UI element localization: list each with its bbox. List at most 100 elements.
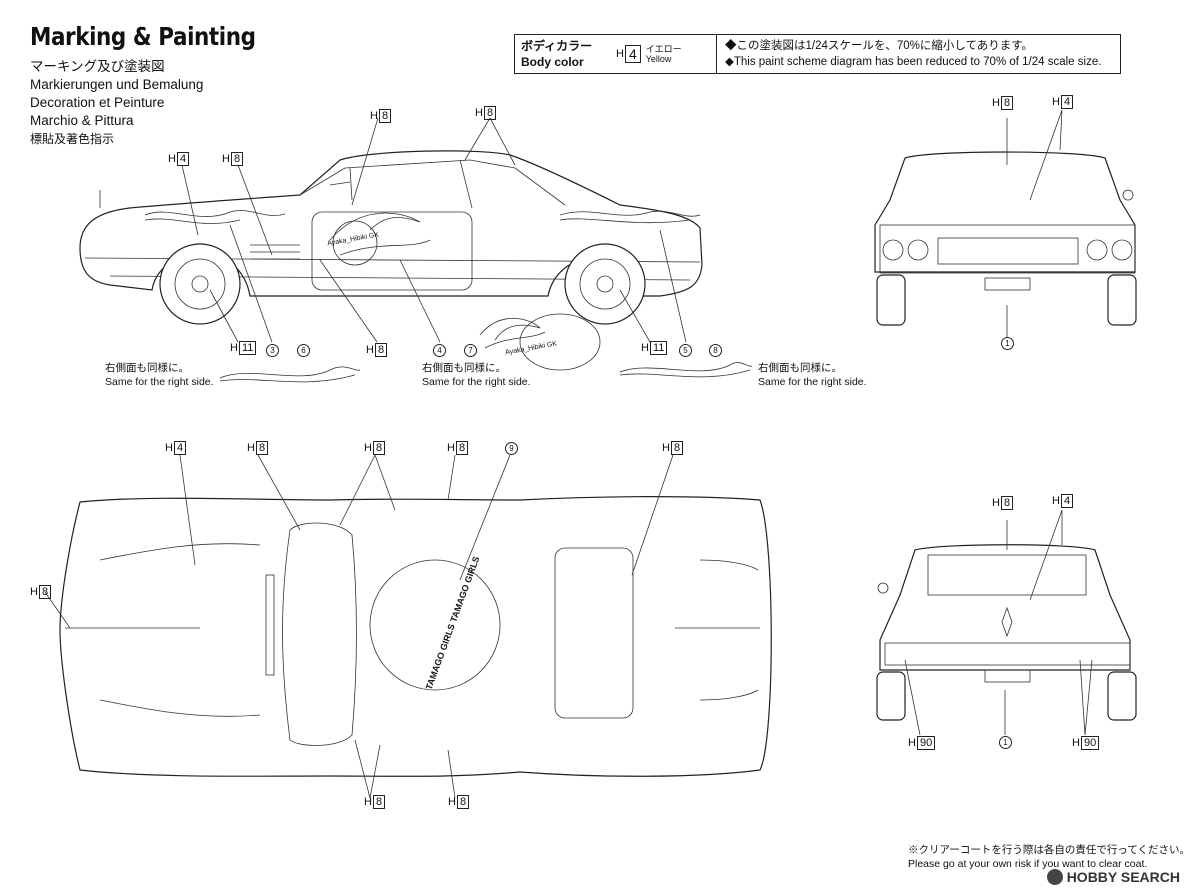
same-side-note-1: 右側面も同様に。 Same for the right side.	[105, 361, 214, 389]
code-num: 8	[372, 441, 386, 455]
side-view-car	[79, 150, 703, 325]
code-prefix: H	[364, 796, 372, 808]
code-prefix: H	[448, 796, 456, 808]
code-num: 8	[374, 343, 388, 357]
scale-note-en: ◆This paint scheme diagram has been redu…	[725, 56, 1102, 68]
code-num: 8	[483, 106, 497, 120]
hobby-search-logo-icon	[1046, 869, 1063, 885]
decal-num-7: 7	[464, 344, 477, 357]
body-color-label-en: Body color	[521, 55, 584, 69]
paint-color-jp: イエロー	[645, 44, 682, 54]
code-prefix: H	[30, 586, 38, 598]
footer-en: Please go at your own risk if you want t…	[908, 858, 1148, 870]
paint-code-num: 4	[624, 45, 641, 63]
side-leaders	[181, 117, 687, 343]
decal-num-1-front: 1	[1001, 337, 1014, 350]
clear-coat-note: ※クリアーコートを行う際は各自の責任で行ってください。 Please go at…	[908, 843, 1190, 871]
scale-note-jp: ◆この塗装図は1/24スケールを、70%に縮小してあります。	[725, 40, 1034, 52]
watermark: HOBBY SEARCH	[1046, 869, 1180, 885]
decal-num-4: 4	[433, 344, 446, 357]
note-en: Same for the right side.	[105, 376, 214, 388]
code-num: 4	[173, 441, 187, 455]
code-prefix: H	[1052, 96, 1060, 108]
body-color-label: ボディカラー Body color	[515, 35, 610, 73]
note-jp: 右側面も同様に。	[758, 362, 842, 374]
decal-num-8: 8	[709, 344, 722, 357]
footer-jp: ※クリアーコートを行う際は各自の責任で行ってください。	[908, 844, 1191, 856]
decal-num-9: 9	[505, 442, 518, 455]
decal-num-6: 6	[297, 344, 310, 357]
code-prefix: H	[364, 442, 372, 454]
code-num: 8	[456, 795, 470, 809]
decal-num-5: 5	[679, 344, 692, 357]
code-prefix: H	[447, 442, 455, 454]
front-view-car	[874, 109, 1137, 338]
subtitle-cn: 標貼及著色指示	[30, 132, 115, 146]
code-num: 90	[916, 736, 936, 750]
code-num: 90	[1080, 736, 1100, 750]
code-num: 11	[238, 341, 257, 355]
code-prefix: H	[222, 153, 230, 165]
code-prefix: H	[641, 342, 649, 354]
code-num: 8	[670, 441, 684, 455]
paint-color-en: Yellow	[645, 54, 672, 64]
code-num: 8	[38, 585, 52, 599]
note-en: Same for the right side.	[758, 376, 867, 388]
subtitle-jp: マーキング及び塗装図	[30, 59, 165, 74]
code-num: 8	[372, 795, 386, 809]
code-num: 4	[1060, 494, 1074, 508]
code-num: 4	[1060, 95, 1074, 109]
decal-num-1-rear: 1	[999, 736, 1012, 749]
rear-view-car	[876, 509, 1137, 736]
subtitle-fr: Decoration et Peinture	[30, 95, 165, 110]
code-prefix: H	[908, 737, 916, 749]
top-view-car	[44, 454, 772, 799]
code-prefix: H	[992, 497, 1000, 509]
code-prefix: H	[230, 342, 238, 354]
code-num: 4	[176, 152, 190, 166]
code-prefix: H	[165, 442, 173, 454]
same-side-note-3: 右側面も同様に。 Same for the right side.	[758, 361, 867, 389]
code-num: 11	[649, 341, 668, 355]
note-jp: 右側面も同様に。	[105, 362, 189, 374]
code-num: 8	[1000, 496, 1014, 510]
scale-notes: ◆この塗装図は1/24スケールを、70%に縮小してあります。 ◆This pai…	[717, 35, 1109, 73]
side-decal-sample	[219, 313, 753, 383]
code-prefix: H	[247, 442, 255, 454]
code-prefix: H	[370, 110, 378, 122]
code-prefix: H	[366, 344, 374, 356]
code-num: 8	[255, 441, 269, 455]
note-en: Same for the right side.	[422, 376, 531, 388]
code-prefix: H	[662, 442, 670, 454]
note-jp: 右側面も同様に。	[422, 362, 506, 374]
paint-code-prefix: H	[616, 48, 624, 60]
decal-num-3: 3	[266, 344, 279, 357]
body-color-label-jp: ボディカラー	[521, 39, 593, 53]
paint-color-name: イエロー Yellow	[646, 44, 682, 64]
code-num: 8	[230, 152, 244, 166]
code-num: 8	[1000, 96, 1014, 110]
subtitle-de: Markierungen und Bemalung	[30, 77, 204, 92]
code-prefix: H	[992, 97, 1000, 109]
code-prefix: H	[1072, 737, 1080, 749]
same-side-note-2: 右側面も同様に。 Same for the right side.	[422, 361, 531, 389]
subtitle-it: Marchio & Pittura	[30, 113, 134, 128]
watermark-text: HOBBY SEARCH	[1066, 869, 1180, 885]
